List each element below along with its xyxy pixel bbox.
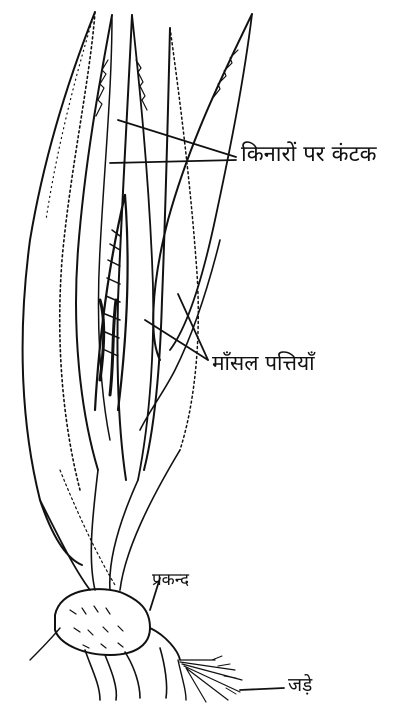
label-rhizome: प्रकन्द — [152, 572, 189, 589]
label-roots: जड़े — [288, 676, 312, 695]
central-shoot — [95, 195, 128, 410]
label-fleshy-leaves: माँसल पत्तियाँ — [212, 353, 315, 374]
leaf-center — [117, 15, 153, 480]
leaf-outer-left — [23, 12, 95, 565]
label-marginal-spines: किनारों पर कंटक — [241, 144, 377, 166]
leaf-bases — [40, 450, 180, 590]
leaf-inner-left — [76, 15, 112, 470]
rhizome — [55, 589, 180, 660]
pointer-lines — [110, 120, 284, 690]
